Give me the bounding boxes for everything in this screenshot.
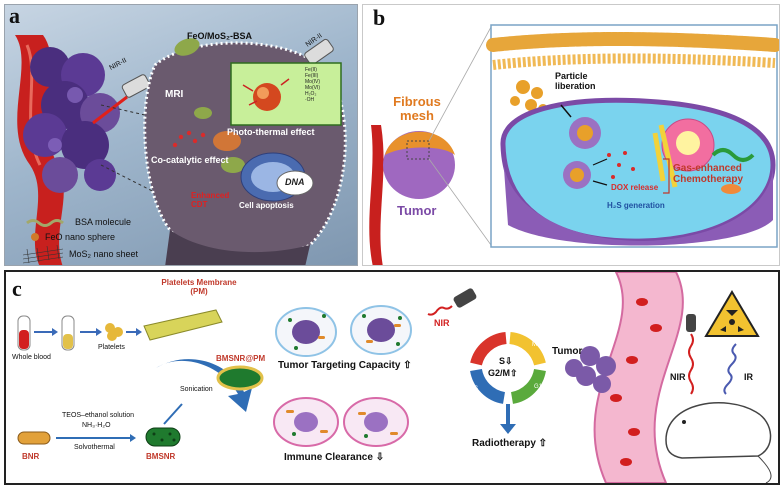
teos-label: TEOS–ethanol solution [62, 412, 134, 419]
g2m-label: G2/M⇧ [488, 368, 518, 378]
phase-g1: G1 [534, 384, 543, 390]
nir-mouse-label: NIR [670, 372, 686, 382]
inset-legend: Fe(II) Fe(III) Mo(IV) Mo(VI) H₂O₂ ·OH [305, 67, 320, 103]
tumor-cells-bottom [273, 397, 409, 447]
bmsnr-label: BMSNR [146, 452, 176, 461]
panel-c-illustration [17, 272, 772, 483]
s-phase-label: S⇩ [499, 356, 513, 366]
legend-mos2: MoS₂ nano sheet [69, 249, 139, 259]
platelets-label: Platelets [98, 344, 125, 351]
dna-label: DNA [285, 177, 305, 187]
bnr-label: BNR [22, 452, 40, 461]
h2s-generation-label: H₂S generation [607, 201, 665, 210]
inset-legend-item: Mo(VI) [305, 85, 320, 91]
tumor-cells-top [275, 305, 412, 357]
tumor-cluster [23, 47, 120, 193]
panel-a-letter: a [9, 4, 20, 28]
legend-feo: FeO nano sphere [45, 232, 116, 242]
vessel [593, 272, 684, 483]
radiotherapy-label: Radiotherapy ⇧ [472, 438, 548, 449]
inset-legend-item: ·OH [305, 97, 315, 103]
mouse [665, 402, 772, 459]
photothermal-label: Photo-thermal effect [227, 127, 315, 137]
nir-label: NIR [434, 318, 450, 328]
phase-g2: G2 [472, 340, 481, 346]
panel-b-letter: b [373, 5, 386, 30]
panel-b-illustration [369, 24, 779, 265]
inset-legend-item: Fe(II) [305, 67, 317, 73]
panel-b: b Fibrous mesh Tumor Particle liberation… [362, 4, 780, 266]
whole-blood-label: Whole blood [12, 354, 51, 361]
phase-s: S [474, 386, 479, 392]
inset-legend-item: Mo(IV) [305, 79, 320, 85]
inset-legend-item: Fe(III) [305, 73, 319, 79]
solvothermal-label: Solvothermal [74, 444, 115, 451]
bmsnr-pm-label: BMSNR@PM [216, 354, 266, 363]
inset-legend-item: H₂O₂ [305, 91, 317, 97]
cell-apoptosis-label: Cell apoptosis [239, 201, 294, 210]
tumor-label: Tumor [397, 203, 437, 218]
fibrous-mesh [486, 32, 779, 52]
complex-label: FeO/MoS₂-BSA [187, 31, 252, 41]
cell-cycle [470, 332, 546, 404]
pm-title-label: Platelets Membrane (PM) [161, 278, 237, 296]
particle-liberation-label: Particle liberation [555, 71, 596, 91]
sonication-label: Sonication [180, 386, 213, 393]
fibrous-mesh-label: Fibrous mesh [393, 94, 441, 123]
mri-label: MRI [165, 89, 184, 100]
cocatalytic-label: Co-catalytic effect [151, 155, 229, 165]
tumor-targeting-label: Tumor Targeting Capacity ⇧ [278, 360, 412, 371]
phase-m: M [532, 342, 537, 348]
gas-enhanced-label: Gas-enhanced Chemotherapy [673, 163, 744, 185]
mechanism-inset [230, 62, 342, 126]
panel-c: c Whole blood Platelets Platelets Membra… [4, 270, 780, 485]
enhanced-cdt-label: Enhanced CDT [191, 191, 230, 209]
blood-vessel [369, 125, 384, 265]
panel-a-illustration [15, 35, 347, 265]
blood-tubes [17, 315, 75, 351]
ir-label: IR [744, 372, 753, 382]
tumor-label-c: Tumor [552, 346, 583, 357]
panel-c-letter: c [12, 276, 22, 301]
immune-clearance-label: Immune Clearance ⇩ [284, 452, 385, 463]
panel-a: a NIR-II FeO/MoS₂-BSA NIR-II MRI Photo-t… [4, 4, 358, 266]
dox-release-label: DOX release [611, 183, 659, 192]
nh3-label: NH₃·H₂O [82, 422, 111, 429]
legend-bsa: BSA molecule [75, 217, 132, 227]
